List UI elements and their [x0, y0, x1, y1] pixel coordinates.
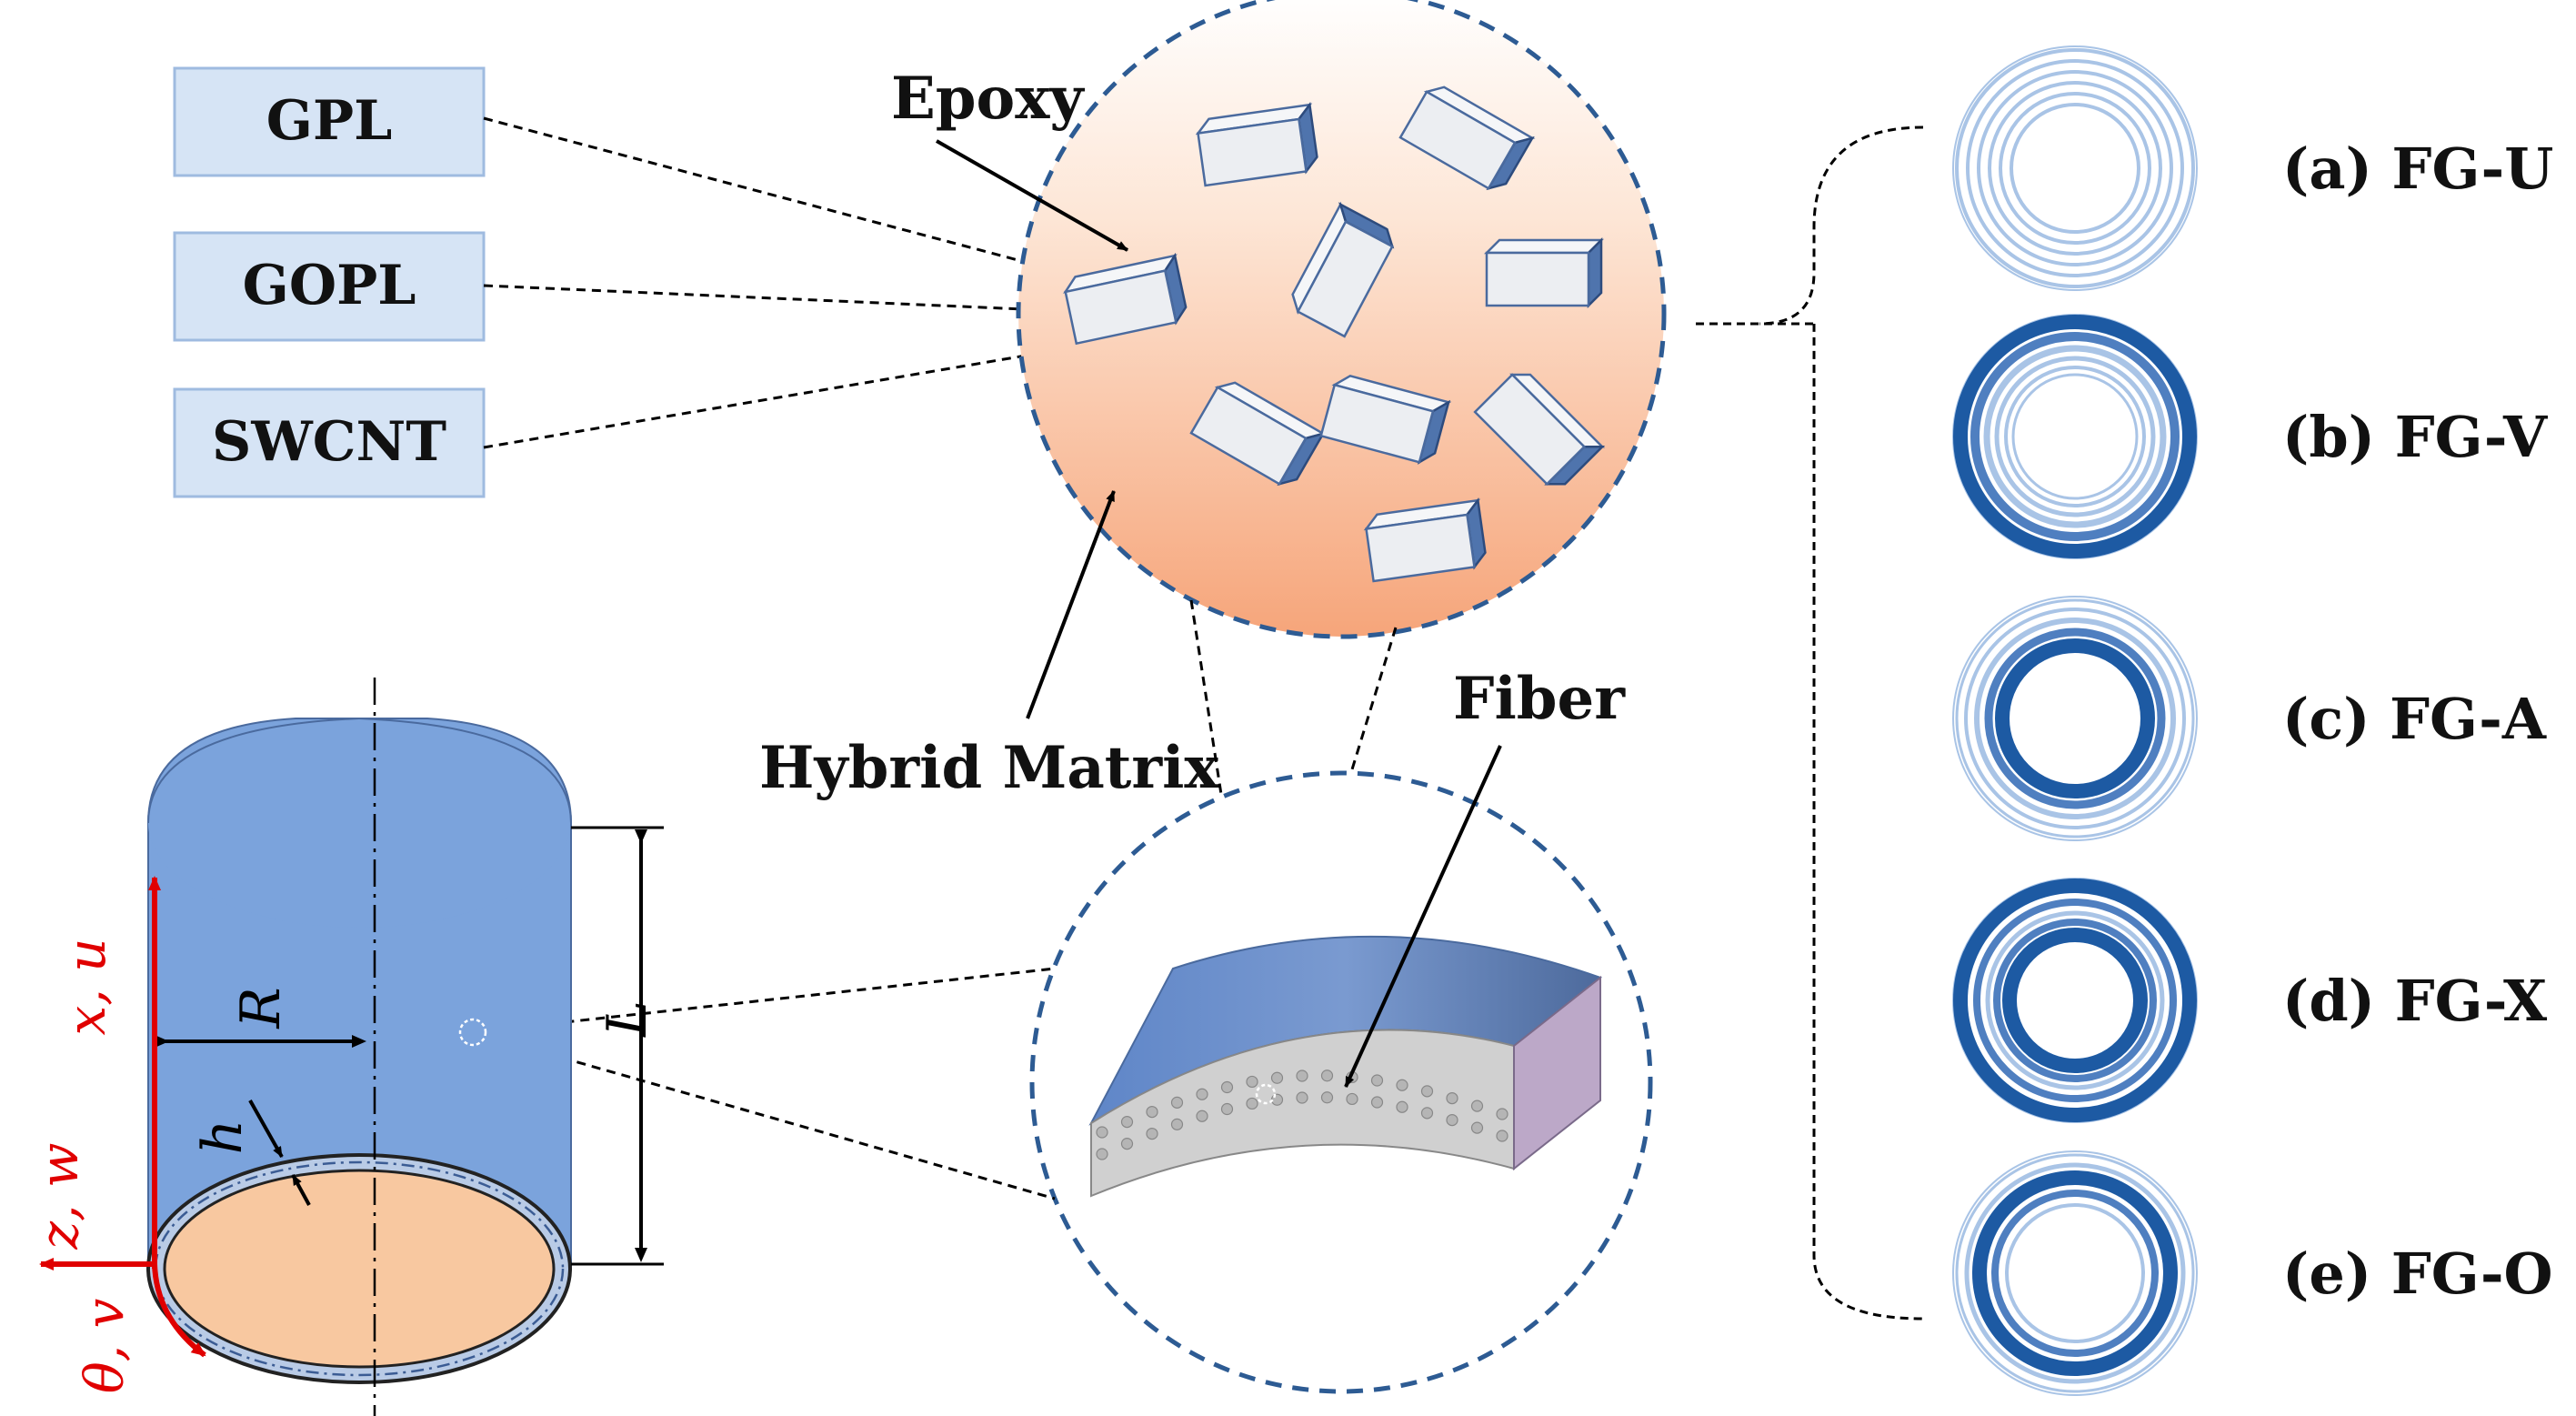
fiber-dot — [1496, 1130, 1509, 1142]
fiber-dot — [1370, 1074, 1384, 1087]
theta-axis-label: θ, v — [74, 1298, 135, 1393]
x-axis-label: x, u — [55, 939, 117, 1036]
length-dimension — [571, 826, 664, 1266]
fg-distributions: (a) FG-U (b) FG-V (c) FG-A (d) FG-X (e) FG-O — [1952, 45, 2553, 1396]
fiber-dot — [1270, 1071, 1284, 1084]
fiber-dot — [1296, 1091, 1308, 1104]
thickness-label: h — [191, 1120, 255, 1155]
fiber-dot — [1420, 1107, 1434, 1120]
fiber-dot — [1470, 1121, 1484, 1134]
distribution-label: (d) FG-X — [2282, 968, 2548, 1034]
fiber-dot — [1196, 1088, 1208, 1100]
fiber-dot — [1170, 1096, 1184, 1109]
fiber-dot — [1246, 1097, 1258, 1110]
fiber-dot — [1346, 1092, 1358, 1106]
filler-platelet — [1195, 102, 1318, 187]
distribution-label: (e) FG-O — [2282, 1240, 2553, 1307]
fiber-dot — [1220, 1080, 1234, 1094]
fiber-highlight — [1255, 1083, 1277, 1105]
fiber-dot — [1270, 1093, 1284, 1106]
z-axis-label: z, w — [28, 1142, 90, 1250]
coordinate-axes — [39, 876, 206, 1358]
fiber-label: Fiber — [1453, 665, 1626, 733]
fiber-dot — [1096, 1126, 1108, 1139]
ring-diagram-1 — [1952, 314, 2198, 559]
fiber-dot — [1146, 1106, 1158, 1119]
fiber-dot — [1396, 1079, 1408, 1091]
distribution-label: (b) FG-V — [2282, 404, 2548, 470]
ring-diagram-0 — [1952, 45, 2198, 291]
filler-platelets — [1063, 85, 1606, 583]
radius-label: R — [229, 987, 293, 1029]
shell-side-face — [1513, 975, 1601, 1171]
fiber-dot — [1470, 1100, 1484, 1112]
fiber-dot — [1320, 1091, 1334, 1104]
fiber-dot — [1396, 1100, 1408, 1113]
filler-platelet — [1473, 373, 1606, 486]
fiber-dot — [1446, 1092, 1458, 1105]
length-label: L — [596, 1000, 659, 1038]
gpl-label: GPL — [266, 89, 393, 153]
fiber-arrow — [1344, 745, 1502, 1088]
sample-point — [458, 1018, 487, 1047]
distribution-label: (a) FG-U — [2282, 136, 2553, 202]
gopl-box: GOPL — [173, 231, 486, 342]
cross-section-circle — [1029, 770, 1653, 1394]
cylinder-inner-face — [163, 1169, 556, 1369]
gpl-box: GPL — [173, 66, 486, 177]
fiber-dot — [1120, 1138, 1134, 1150]
fiber-dot — [1496, 1108, 1509, 1120]
fiber-dot — [1196, 1110, 1208, 1122]
gopl-label: GOPL — [243, 254, 416, 317]
fiber-dot — [1446, 1114, 1458, 1127]
fiber-dot — [1320, 1070, 1334, 1082]
fiber-dot — [1420, 1085, 1434, 1098]
filler-platelet — [1291, 201, 1395, 338]
fiber-dot — [1096, 1148, 1108, 1160]
fiber-dot — [1170, 1118, 1184, 1130]
epoxy-arrow — [936, 139, 1128, 252]
filler-platelet — [1319, 374, 1452, 465]
filler-platelet — [1189, 381, 1327, 487]
ring-diagram-4 — [1952, 1150, 2198, 1396]
ring-diagram-3 — [1952, 878, 2198, 1123]
thickness-arrow-outer — [248, 1100, 284, 1158]
swcnt-box: SWCNT — [173, 387, 486, 498]
fiber-dot — [1220, 1102, 1234, 1116]
filler-platelet — [1483, 236, 1605, 309]
filler-platelet — [1363, 497, 1487, 583]
distribution-bracket — [1696, 126, 1924, 1321]
cylinder — [146, 678, 572, 1416]
fiber-dot — [1120, 1116, 1134, 1129]
filler-platelet — [1063, 252, 1188, 346]
hybrid-matrix-circle — [1016, 0, 1667, 639]
distribution-label: (c) FG-A — [2282, 686, 2547, 752]
hybrid-matrix-label: Hybrid Matrix — [759, 734, 1219, 802]
ring-diagram-2 — [1952, 596, 2198, 841]
fiber-dots — [1096, 1070, 1509, 1160]
swcnt-label: SWCNT — [212, 410, 446, 474]
thickness-arrow-inner — [291, 1174, 311, 1206]
fiber-dot — [1296, 1070, 1308, 1082]
fiber-dot — [1246, 1075, 1258, 1089]
filler-platelet — [1398, 85, 1536, 191]
cylinder-bottom-dashed — [154, 1160, 565, 1377]
epoxy-label: Epoxy — [891, 65, 1085, 133]
hybrid-matrix-arrow — [1026, 490, 1116, 719]
fiber-dot — [1146, 1128, 1158, 1140]
fiber-dot — [1370, 1096, 1384, 1109]
cylinder-top-cap — [148, 718, 570, 928]
